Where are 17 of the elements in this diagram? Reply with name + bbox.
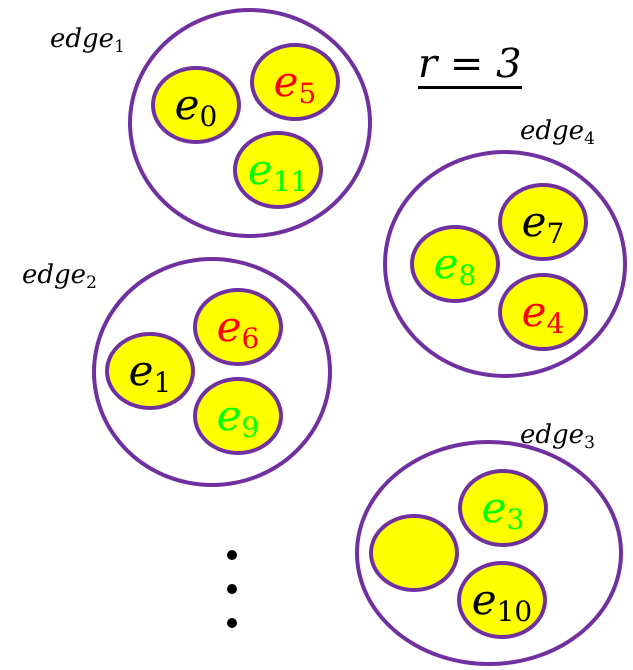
element-label: e$_{1}$ bbox=[128, 350, 172, 392]
edge-heading: edge$_{2}$ bbox=[22, 262, 97, 288]
parameter-label: r = 3 bbox=[418, 44, 522, 89]
edge-heading: edge$_{4}$ bbox=[520, 118, 595, 144]
element-label: e$_{7}$ bbox=[522, 201, 564, 243]
edge-heading: edge$_{3}$ bbox=[520, 422, 595, 448]
element-label: e$_{4}$ bbox=[522, 291, 564, 333]
element-label: e$_{5}$ bbox=[274, 61, 316, 103]
edge-heading: edge$_{1}$ bbox=[50, 26, 125, 52]
element-ellipse bbox=[498, 273, 588, 351]
element-label: e$_{11}$ bbox=[248, 149, 308, 191]
element-label: e$_{0}$ bbox=[174, 84, 218, 126]
element-label: e$_{6}$ bbox=[216, 306, 260, 348]
element-label: e$_{10}$ bbox=[472, 579, 532, 621]
element-label: e$_{9}$ bbox=[216, 395, 260, 437]
element-label: e$_{3}$ bbox=[482, 487, 524, 529]
element-label: e$_{8}$ bbox=[434, 243, 476, 285]
